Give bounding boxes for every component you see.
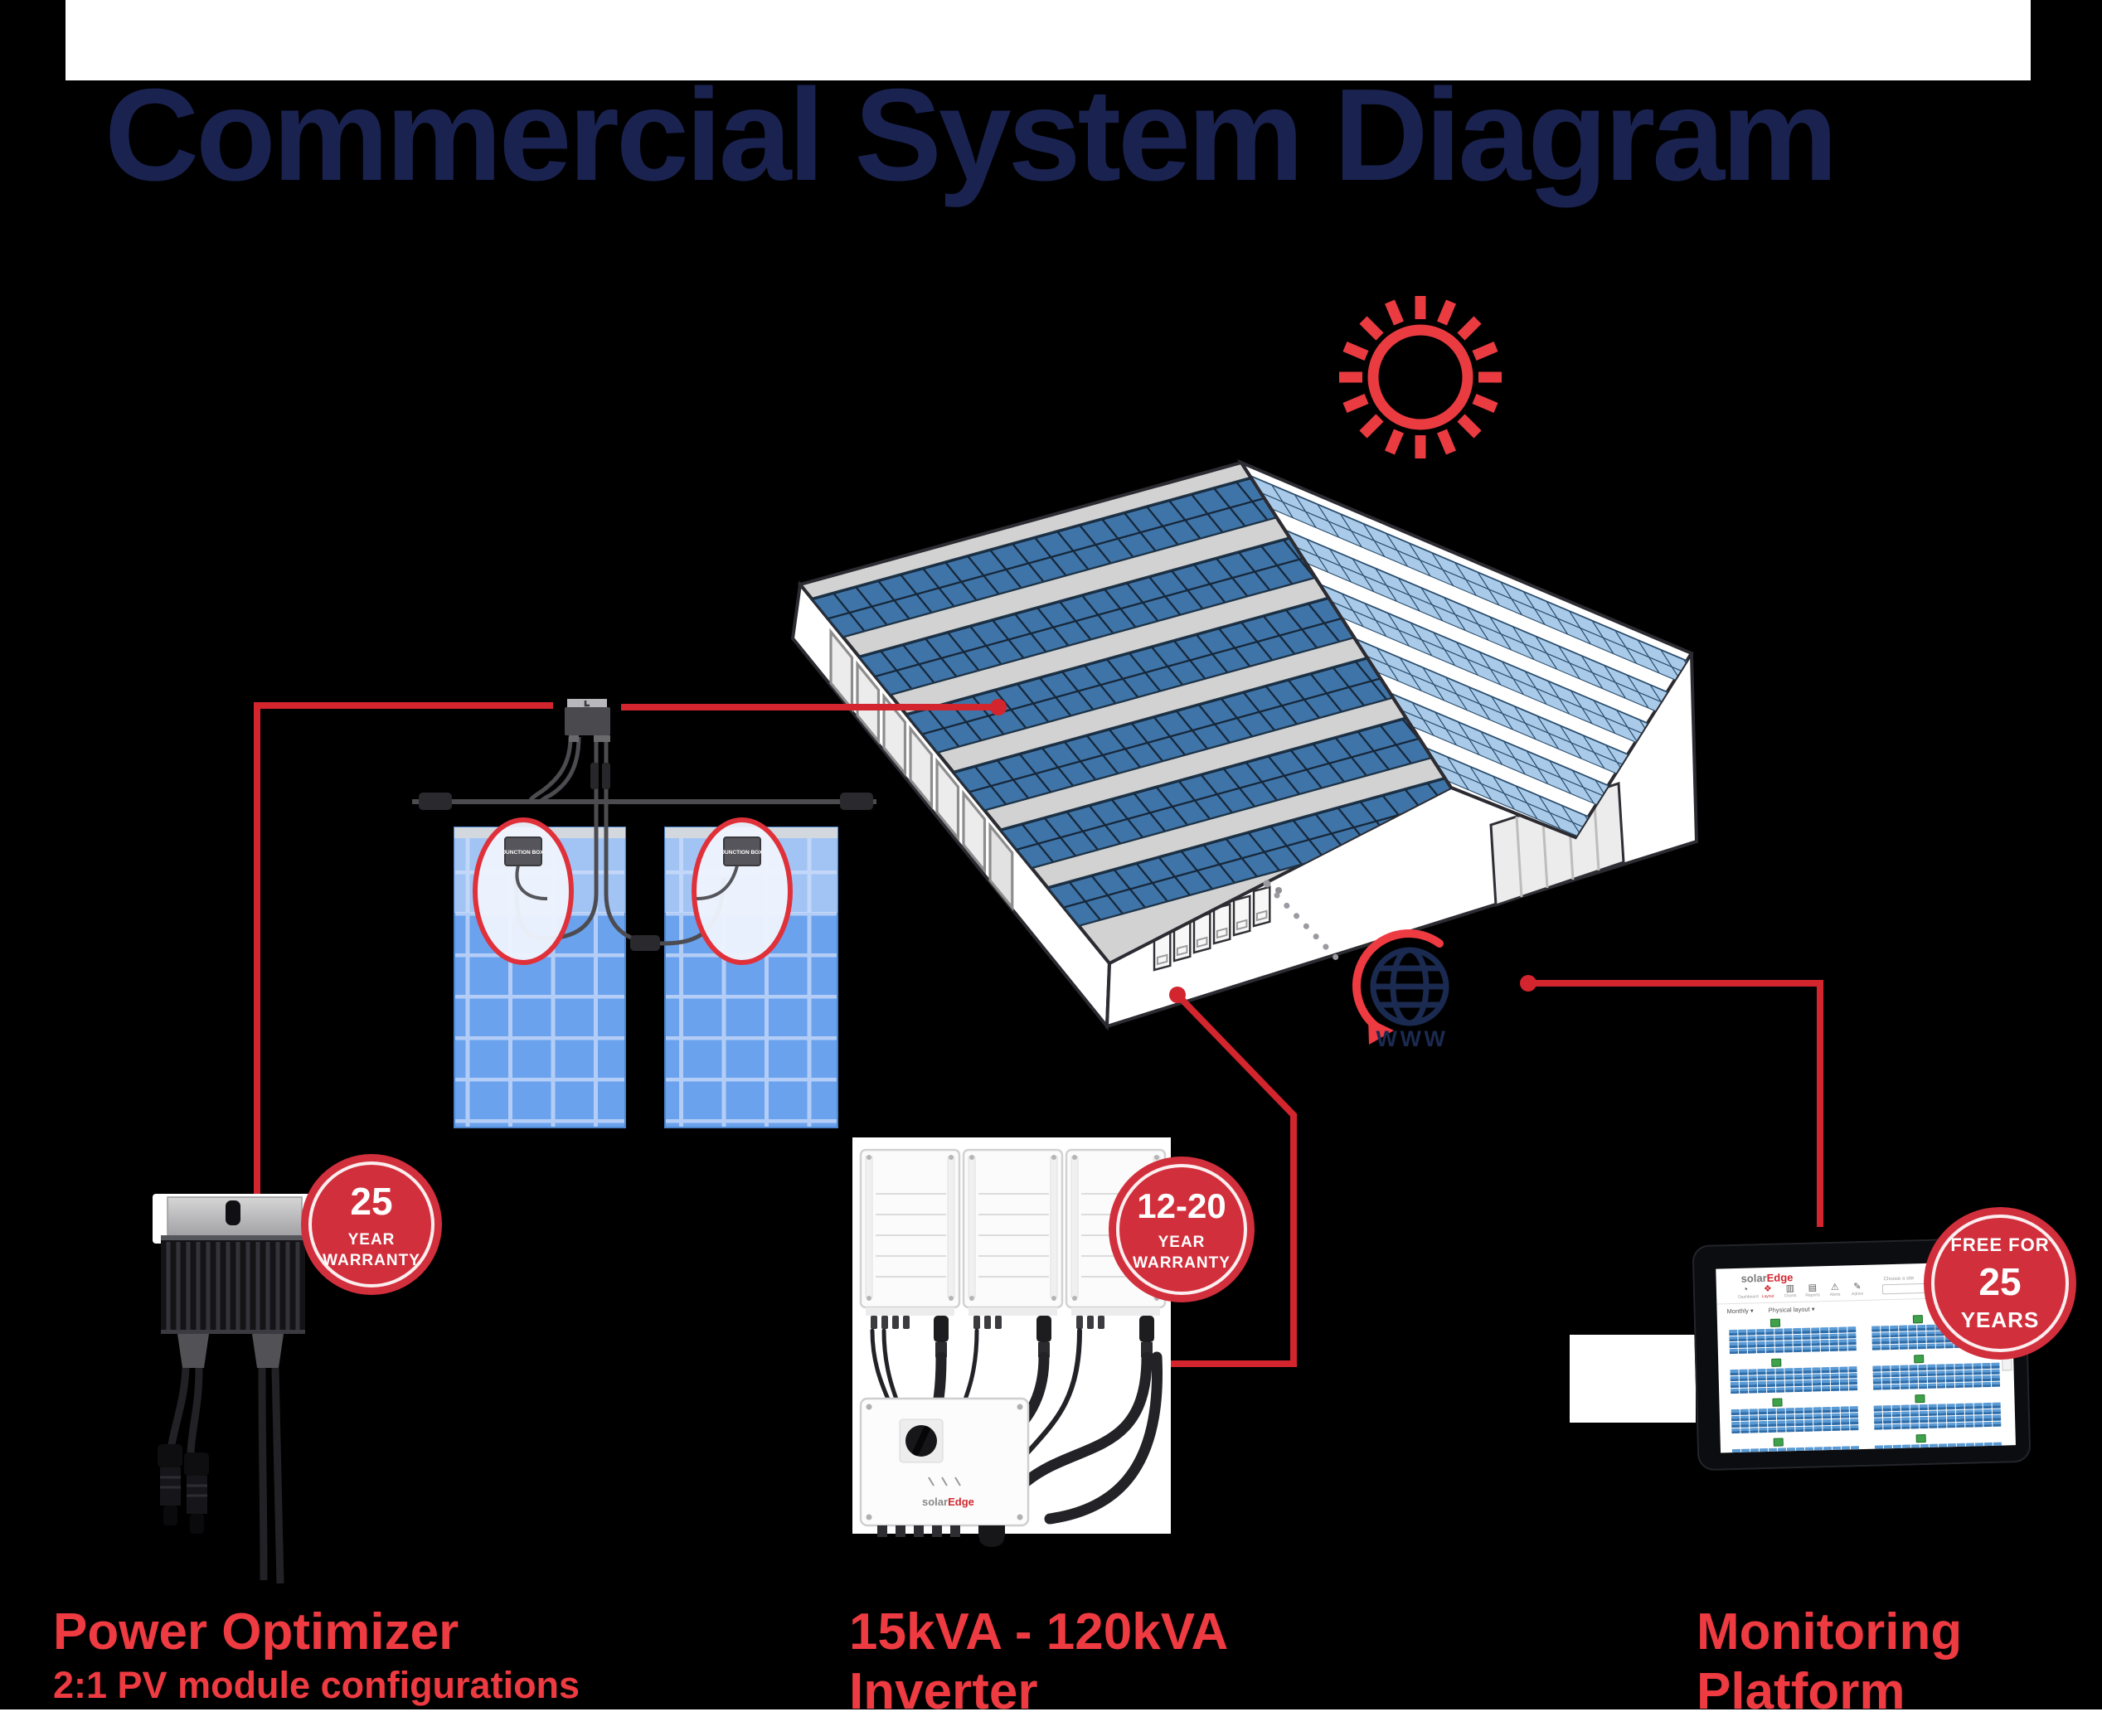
power-optimizer-photo (153, 1194, 312, 1584)
tablet-filter-row: Monthly ▾ Physical layout ▾ (1726, 1305, 1829, 1315)
pv-panel-group (1872, 1362, 2001, 1391)
pv-panel-group (1731, 1406, 1859, 1434)
junction-box-label: JUNCTION BOX (502, 850, 544, 856)
pv-panel-group (1729, 1326, 1857, 1355)
inverter-synergy-unit: solarEdge (859, 1397, 1030, 1547)
junction-box-magnifier-right: JUNCTION BOX (692, 817, 793, 965)
inverter-marker-icon (1915, 1434, 1926, 1443)
inverter-label-line1: 15kVA - 120kVA (849, 1603, 1229, 1661)
page-title: Commercial System Diagram (104, 62, 1838, 208)
free-badge-monitoring: FREE FOR 25 YEARS (1924, 1207, 2076, 1360)
connector-optimizer-to-photo (254, 702, 553, 1195)
tablet-search-caption: Choose a site (1883, 1276, 1915, 1283)
junction-box-magnifier-left: JUNCTION BOX (473, 817, 574, 965)
optimizer-heatsink (161, 1240, 305, 1333)
inverter-marker-icon (1769, 1318, 1781, 1327)
warranty-badge-inverter: 12-20 YEAR WARRANTY (1109, 1157, 1255, 1302)
inverter-logo: solarEdge (922, 1496, 974, 1508)
tablet-nav-item: ❖Layout (1761, 1283, 1774, 1300)
inverter-marker-icon (1915, 1394, 1925, 1404)
wireless-dotted-link (1263, 880, 1342, 963)
mc4-connector-pair-right (840, 793, 873, 810)
tablet-nav-icons: ◔Dashboard❖Layout ▥Charts ▤Reports ⚠Alerts ✎… (1738, 1282, 1865, 1300)
inverter-marker-icon (1772, 1398, 1783, 1407)
tablet-nav-item: ✎Admin (1851, 1281, 1864, 1297)
warranty-badge-optimizer: 25 YEAR WARRANTY (301, 1154, 442, 1295)
monitoring-label-line1: Monitoring (1697, 1603, 1963, 1661)
optimizer-icon-body (565, 707, 610, 735)
connector-building-to-inverter (1159, 992, 1297, 1367)
tablet-filter: Physical layout ▾ (1768, 1305, 1815, 1314)
inverter-marker-icon (1912, 1315, 1924, 1324)
power-optimizer-label: Power Optimizer (53, 1603, 459, 1661)
globe-caption: WWW (1376, 1026, 1449, 1051)
power-optimizer-icon (514, 699, 726, 951)
wall-inverter-units (1153, 885, 1282, 972)
inverter-marker-icon (1771, 1358, 1782, 1367)
red-connector-lines (254, 699, 1823, 1367)
inverter-marker-icon (1773, 1438, 1784, 1447)
pv-panel-group (1730, 1366, 1858, 1394)
tablet-nav-item: ▥Charts (1784, 1283, 1797, 1299)
roof-ridge-line (1240, 461, 1453, 789)
junction-box-label: JUNCTION BOX (721, 850, 763, 856)
bottom-white-band (0, 1709, 2102, 1736)
globe-refresh-arrow (1352, 929, 1444, 1032)
tablet-nav-item: ⚠Alerts (1829, 1282, 1841, 1297)
tablet-filter: Monthly ▾ (1726, 1307, 1754, 1316)
solaredge-logo: solarEdge (1740, 1271, 1794, 1285)
monitoring-label-line2: Platform (1697, 1663, 1905, 1720)
pv-panel-group (1873, 1402, 2002, 1431)
left-wall-windows (829, 628, 1014, 912)
inverter-marker-icon (1914, 1355, 1925, 1364)
top-white-band (66, 0, 2031, 80)
roof-left-panels (809, 473, 1451, 928)
mc4-connector-photo (158, 1444, 209, 1534)
connector-globe-to-tablet (1535, 980, 1823, 1227)
power-optimizer-sublabel: 2:1 PV module configurations (53, 1664, 580, 1706)
pv-panel-group (1731, 1446, 1860, 1453)
tablet-nav-item: ◔Dashboard (1738, 1284, 1759, 1300)
tablet-photo-background (1570, 1335, 1696, 1423)
globe-www-icon: WWW (1352, 929, 1449, 1051)
sun-icon (1339, 296, 1502, 458)
inverter-label-line2: Inverter (849, 1663, 1038, 1720)
roof-right-panels (1248, 473, 1692, 837)
warehouse-building (790, 458, 1699, 1031)
string-trunk-cable (412, 793, 876, 810)
tablet-nav-item: ▤Reports (1805, 1283, 1820, 1298)
mc4-connector-pair-left (419, 793, 452, 810)
optimizer-icon-plate (567, 699, 607, 708)
pv-panel-group (1874, 1442, 2002, 1453)
